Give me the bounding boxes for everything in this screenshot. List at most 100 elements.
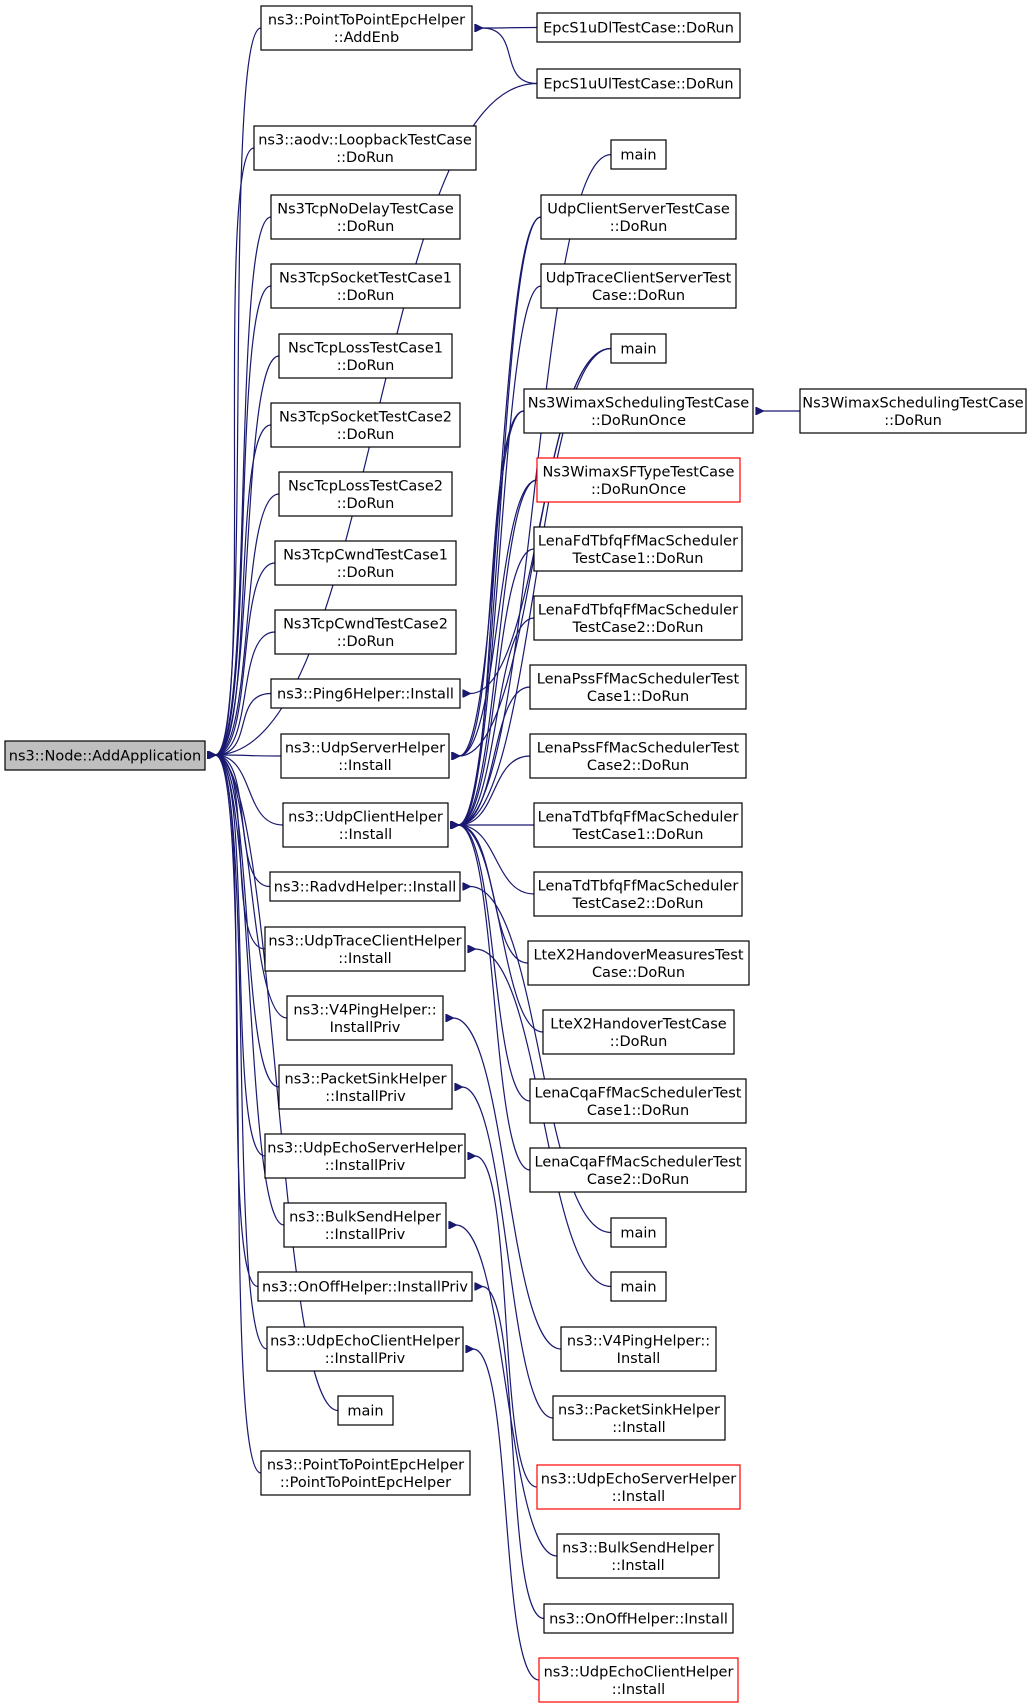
graph-node[interactable]: ns3::UdpEchoServerHelper::Install xyxy=(536,1464,741,1510)
node-label: main xyxy=(620,342,656,358)
node-label: ::Install xyxy=(611,1558,664,1574)
graph-node[interactable]: main xyxy=(610,333,667,364)
node-label: ::InstallPriv xyxy=(325,1089,406,1105)
graph-node[interactable]: NscTcpLossTestCase2::DoRun xyxy=(278,471,453,517)
graph-node[interactable]: ns3::UdpClientHelper::Install xyxy=(282,802,449,848)
node-label: ::Install xyxy=(612,1682,665,1698)
node-box xyxy=(529,733,747,779)
graph-node[interactable]: ns3::OnOffHelper::InstallPriv xyxy=(257,1271,473,1302)
graph-node[interactable]: ns3::Ping6Helper::Install xyxy=(270,678,461,709)
graph-node[interactable]: ns3::RadvdHelper::Install xyxy=(269,871,461,902)
node-box xyxy=(536,457,741,503)
node-label: ns3::Node::AddApplication xyxy=(9,749,201,765)
graph-node[interactable]: ns3::Node::AddApplication xyxy=(4,740,206,771)
node-box xyxy=(4,740,206,771)
call-edge xyxy=(475,1156,538,1488)
node-box xyxy=(523,388,754,434)
call-edge xyxy=(458,825,544,1033)
node-label: ns3::UdpEchoServerHelper xyxy=(267,1140,462,1156)
call-edge xyxy=(458,755,531,825)
call-edge xyxy=(215,755,339,1412)
node-label: LenaFdTbfqFfMacScheduler xyxy=(538,602,738,618)
node-label: Case::DoRun xyxy=(592,288,685,304)
graph-node[interactable]: Ns3WimaxSchedulingTestCase::DoRunOnce xyxy=(523,388,754,434)
node-label: ns3::UdpServerHelper xyxy=(285,740,445,756)
graph-node[interactable]: ns3::BulkSendHelper::InstallPriv xyxy=(283,1202,447,1248)
graph-node[interactable]: ns3::PacketSinkHelper::InstallPriv xyxy=(278,1064,453,1110)
node-label: main xyxy=(347,1404,383,1420)
graph-node[interactable]: Ns3TcpCwndTestCase2::DoRun xyxy=(274,609,457,655)
graph-node[interactable]: LteX2HandoverTestCase::DoRun xyxy=(542,1009,735,1055)
node-label: ::DoRun xyxy=(337,219,395,235)
node-box xyxy=(529,1078,747,1124)
graph-node[interactable]: Ns3TcpNoDelayTestCase::DoRun xyxy=(270,194,461,240)
graph-node[interactable]: EpcS1uDlTestCase::DoRun xyxy=(536,12,741,43)
graph-node[interactable]: ns3::BulkSendHelper::Install xyxy=(556,1533,720,1579)
node-label: Ns3TcpSocketTestCase1 xyxy=(279,270,452,286)
graph-node[interactable]: main xyxy=(610,1271,667,1302)
graph-node[interactable]: Ns3WimaxSFTypeTestCase::DoRunOnce xyxy=(536,457,741,503)
graph-node[interactable]: UdpClientServerTestCase::DoRun xyxy=(540,194,737,240)
graph-node[interactable]: ns3::UdpTraceClientHelper::Install xyxy=(264,926,466,972)
node-box xyxy=(540,263,737,309)
graph-node[interactable]: ns3::PointToPointEpcHelper::PointToPoint… xyxy=(260,1450,471,1496)
graph-node[interactable]: ns3::V4PingHelper::Install xyxy=(560,1326,717,1372)
node-label: ::DoRun xyxy=(337,358,395,374)
node-label: ::Install xyxy=(338,758,391,774)
graph-node[interactable]: main xyxy=(610,1217,667,1248)
node-label: LenaCqaFfMacSchedulerTest xyxy=(535,1154,742,1170)
call-edge xyxy=(458,216,542,825)
call-edge xyxy=(215,755,266,1157)
node-box xyxy=(536,68,741,99)
node-box xyxy=(278,471,453,517)
graph-node[interactable]: Ns3WimaxSchedulingTestCase::DoRun xyxy=(799,388,1027,434)
node-label: LteX2HandoverTestCase xyxy=(550,1016,726,1032)
graph-node[interactable]: EpcS1uUlTestCase::DoRun xyxy=(536,68,741,99)
node-label: ns3::aodv::LoopbackTestCase xyxy=(258,132,472,148)
node-label: ::DoRunOnce xyxy=(591,413,686,429)
node-label: ::Install xyxy=(339,827,392,843)
node-label: LenaPssFfMacSchedulerTest xyxy=(537,740,740,756)
graph-node[interactable]: Ns3TcpSocketTestCase2::DoRun xyxy=(270,402,461,448)
call-edge xyxy=(458,479,538,825)
call-edge xyxy=(215,562,276,755)
call-edge xyxy=(482,28,538,85)
graph-node[interactable]: ns3::V4PingHelper::InstallPriv xyxy=(286,995,444,1041)
node-label: ns3::OnOffHelper::Install xyxy=(549,1612,728,1628)
graph-node[interactable]: main xyxy=(610,139,667,170)
graph-node[interactable]: ns3::UdpServerHelper::Install xyxy=(280,733,450,779)
node-label: UdpTraceClientServerTest xyxy=(546,270,732,286)
node-label: NscTcpLossTestCase2 xyxy=(288,478,443,494)
graph-node[interactable]: main xyxy=(337,1395,394,1426)
node-label: ns3::PacketSinkHelper xyxy=(558,1402,720,1418)
node-label: ::DoRunOnce xyxy=(591,482,686,498)
graph-node[interactable]: Ns3TcpSocketTestCase1::DoRun xyxy=(270,263,461,309)
node-box xyxy=(536,1464,741,1510)
graph-node[interactable]: ns3::UdpEchoClientHelper::Install xyxy=(538,1657,739,1703)
graph-node[interactable]: NscTcpLossTestCase1::DoRun xyxy=(278,333,453,379)
node-box xyxy=(282,802,449,848)
node-label: ns3::UdpEchoClientHelper xyxy=(544,1664,734,1680)
node-box xyxy=(556,1533,720,1579)
graph-node[interactable]: ns3::PointToPointEpcHelper::AddEnb xyxy=(260,5,473,51)
graph-node[interactable]: ns3::aodv::LoopbackTestCase::DoRun xyxy=(253,125,477,171)
node-label: Ns3TcpCwndTestCase1 xyxy=(283,547,448,563)
graph-node[interactable]: ns3::OnOffHelper::Install xyxy=(543,1603,734,1634)
graph-node[interactable]: ns3::PacketSinkHelper::Install xyxy=(552,1395,726,1441)
node-label: TestCase2::DoRun xyxy=(572,620,704,636)
graph-node[interactable]: ns3::UdpEchoServerHelper::InstallPriv xyxy=(264,1133,466,1179)
graph-node[interactable]: ns3::UdpEchoClientHelper::InstallPriv xyxy=(266,1326,464,1372)
call-edge xyxy=(453,1018,562,1350)
graph-node[interactable]: Ns3TcpCwndTestCase1::DoRun xyxy=(274,540,457,586)
